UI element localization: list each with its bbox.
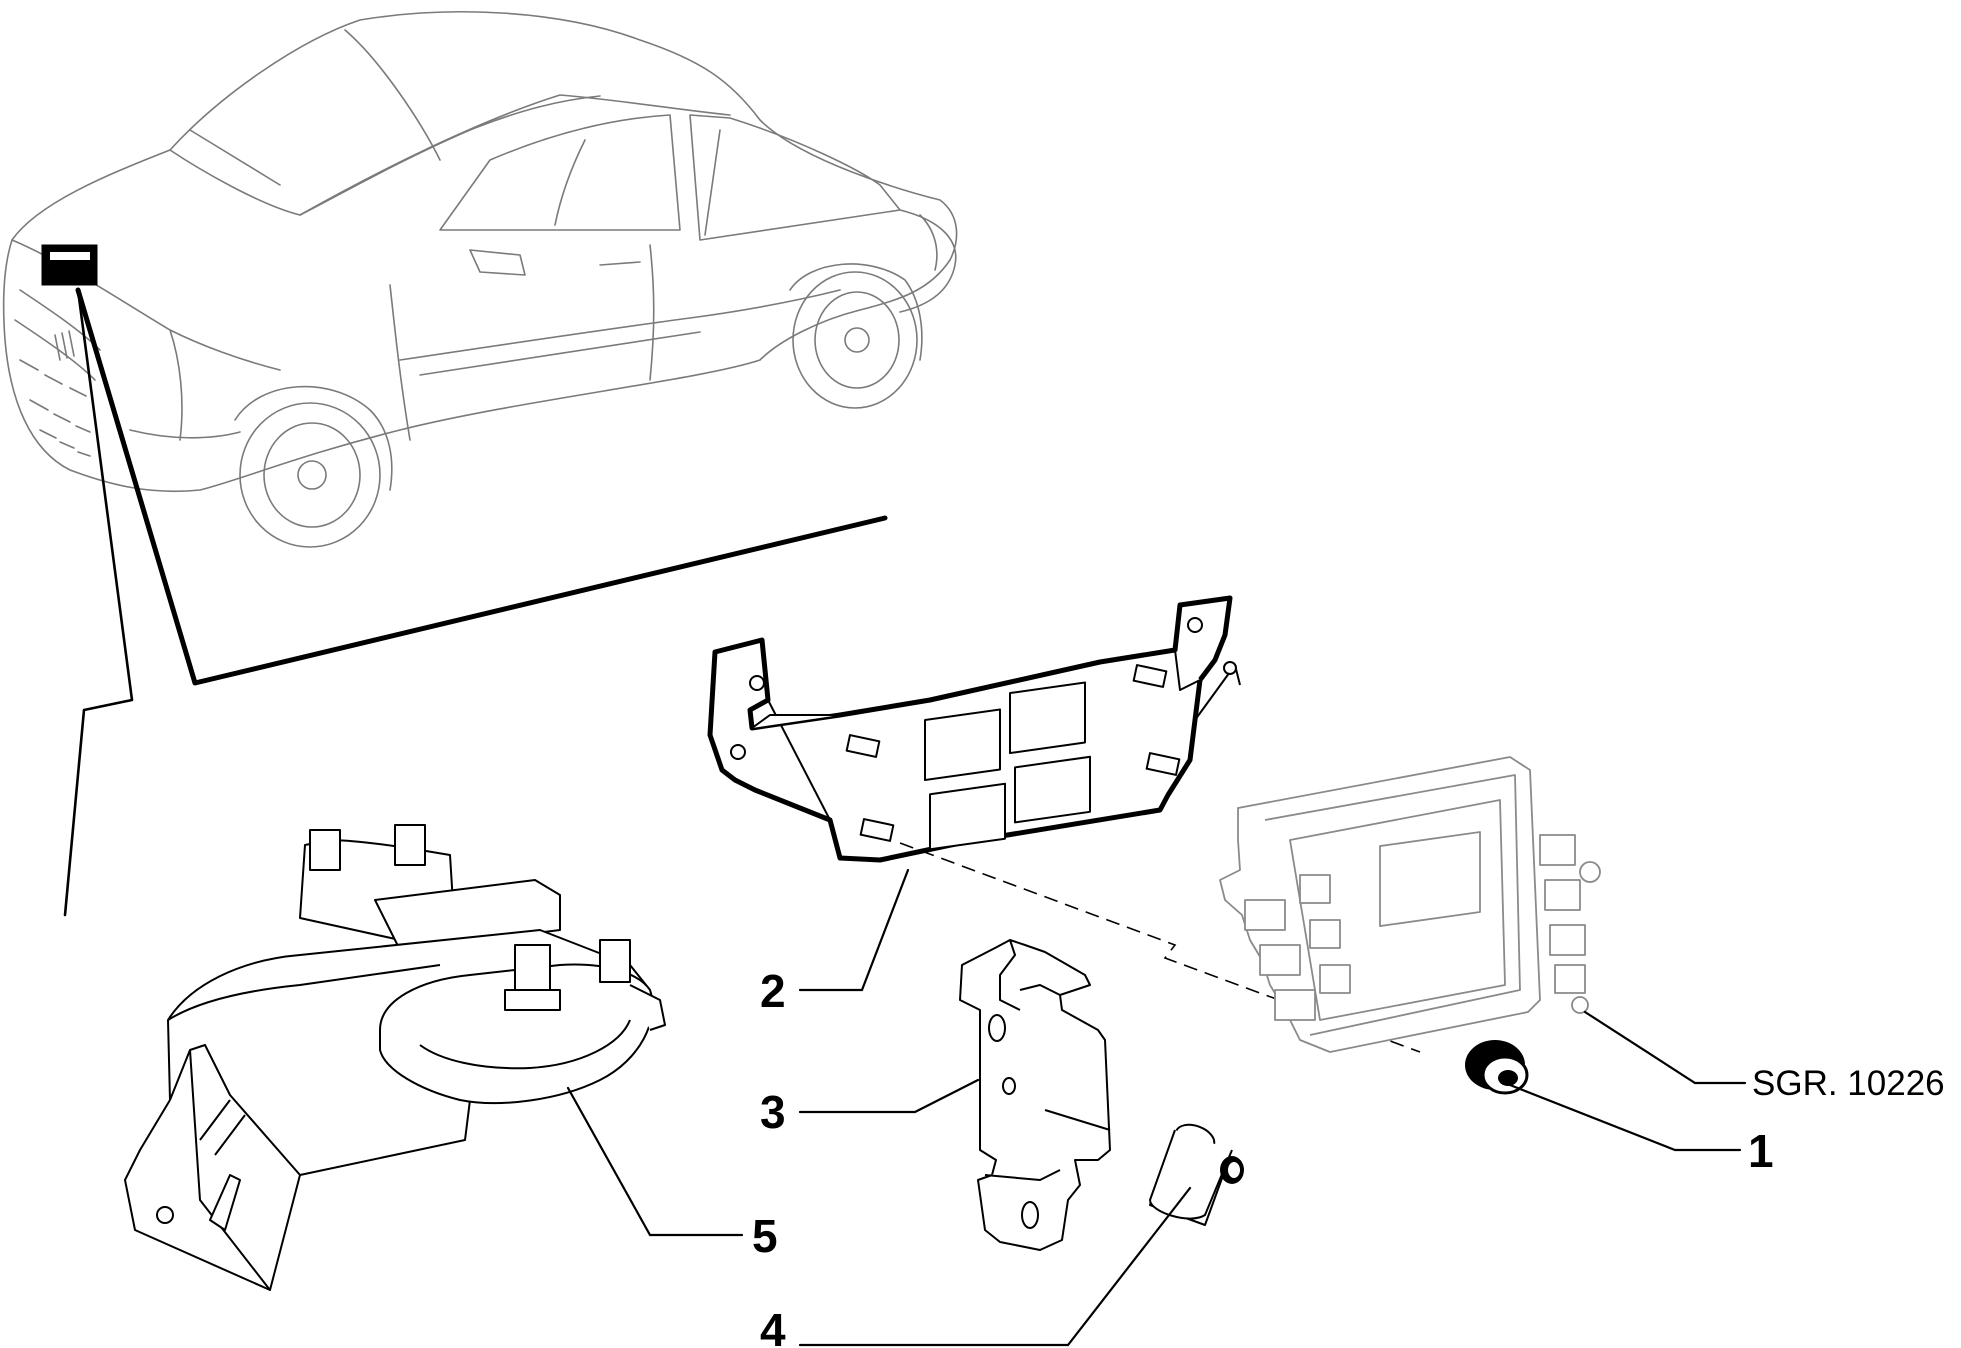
ecu-module	[1219, 756, 1601, 1053]
leader-4	[798, 1186, 1192, 1347]
part-1-grommet	[1465, 1040, 1529, 1095]
module-location-marker	[41, 244, 98, 286]
callout-labels: 1 2 3 4 5 SGR. 10226	[752, 965, 1945, 1348]
part-3-small-bracket	[959, 939, 1111, 1251]
callout-1: 1	[1748, 1125, 1774, 1177]
part-4-spacer	[1149, 1123, 1244, 1226]
part-5-housing	[124, 824, 666, 1291]
leader-3	[798, 1078, 980, 1114]
callout-3: 3	[760, 1086, 786, 1138]
reference-code: SGR. 10226	[1752, 1064, 1945, 1103]
leader-5	[566, 1086, 744, 1237]
part-2-bracket	[707, 595, 1241, 863]
callout-5: 5	[752, 1210, 778, 1262]
callout-2: 2	[760, 965, 786, 1017]
car-illustration	[2, 11, 958, 548]
zoom-leader-lines	[63, 287, 888, 917]
leader-1	[1508, 1083, 1742, 1152]
leader-ref	[1583, 1010, 1747, 1085]
leader-2	[798, 868, 910, 992]
callout-4: 4	[760, 1304, 786, 1348]
callout-leaders	[566, 868, 1747, 1347]
